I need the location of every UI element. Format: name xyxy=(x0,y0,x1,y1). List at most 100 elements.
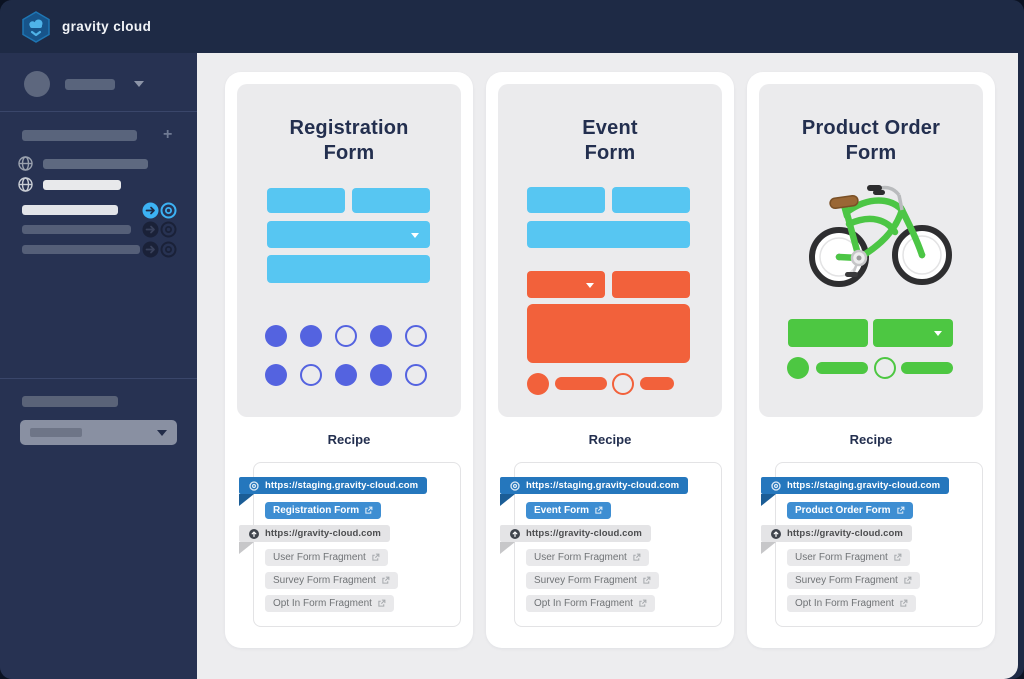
deploy-arrow-icon-dim[interactable] xyxy=(142,221,159,238)
recipe-box: https://staging.gravity-cloud.com Produc… xyxy=(761,462,983,627)
external-link-icon xyxy=(365,506,373,514)
mock-input xyxy=(352,188,430,213)
production-url-ribbon: https://gravity-cloud.com xyxy=(239,525,390,542)
production-url: https://gravity-cloud.com xyxy=(265,528,381,539)
divider xyxy=(0,378,197,379)
staging-url: https://staging.gravity-cloud.com xyxy=(265,480,419,491)
target-icon xyxy=(249,480,259,491)
form-card-registration[interactable]: Registration Form Recipe xyxy=(225,72,473,648)
external-link-icon xyxy=(595,506,603,514)
external-link-icon xyxy=(382,576,390,584)
arrow-up-circle-icon xyxy=(771,528,781,539)
form-link[interactable]: Event Form xyxy=(526,502,612,519)
fragment-link[interactable]: Survey Form Fragment xyxy=(526,572,659,589)
mock-input xyxy=(612,271,690,298)
mock-input xyxy=(267,255,430,283)
external-link-icon xyxy=(639,599,647,607)
site-item-skeleton[interactable] xyxy=(43,159,148,169)
mock-radio-filled xyxy=(370,364,392,386)
select-value-skeleton xyxy=(30,428,82,437)
staging-url: https://staging.gravity-cloud.com xyxy=(526,480,680,491)
mock-label-bar xyxy=(640,377,674,390)
form-card-event[interactable]: Event Form Recipe xyxy=(486,72,734,648)
fragment-link[interactable]: User Form Fragment xyxy=(526,549,649,566)
brand-name: gravity cloud xyxy=(62,19,152,34)
external-link-icon xyxy=(643,576,651,584)
staging-url: https://staging.gravity-cloud.com xyxy=(787,480,941,491)
gravity-cloud-logo-icon xyxy=(22,10,50,43)
select-caret-icon xyxy=(157,429,167,436)
recipe-box: https://staging.gravity-cloud.com Event … xyxy=(500,462,722,627)
mock-radio-empty xyxy=(405,325,427,347)
external-link-icon xyxy=(372,553,380,561)
select-label-skeleton xyxy=(22,396,118,407)
main-content: Registration Form Recipe xyxy=(197,53,1018,679)
env-item-skeleton-active[interactable] xyxy=(22,205,118,215)
fragment-link[interactable]: User Form Fragment xyxy=(265,549,388,566)
form-card-product-order[interactable]: Product Order Form xyxy=(747,72,995,648)
mock-input xyxy=(788,319,868,347)
caret-down-icon xyxy=(411,232,419,238)
mock-label-bar xyxy=(901,362,953,374)
mock-radio-filled xyxy=(370,325,392,347)
mock-radio-filled xyxy=(300,325,322,347)
target-icon-dim[interactable] xyxy=(160,221,177,238)
env-item-skeleton[interactable] xyxy=(22,245,140,254)
fragment-link[interactable]: Survey Form Fragment xyxy=(787,572,920,589)
mock-radio-filled xyxy=(787,357,809,379)
topbar: gravity cloud xyxy=(0,0,1024,53)
mock-label-bar xyxy=(555,377,607,390)
ribbon-fold xyxy=(761,542,776,554)
mock-radio-empty xyxy=(335,325,357,347)
deploy-arrow-icon-dim[interactable] xyxy=(142,241,159,258)
external-link-icon xyxy=(894,553,902,561)
ribbon-fold xyxy=(761,494,776,506)
target-icon-active[interactable] xyxy=(160,202,177,219)
recipe-heading: Recipe xyxy=(849,432,893,447)
user-name-skeleton xyxy=(65,79,115,90)
fragment-link[interactable]: User Form Fragment xyxy=(787,549,910,566)
globe-icon xyxy=(17,155,34,172)
target-icon-dim[interactable] xyxy=(160,241,177,258)
mock-select xyxy=(527,271,605,298)
form-preview-panel: Event Form xyxy=(498,84,722,417)
site-item-skeleton-active[interactable] xyxy=(43,180,121,190)
environment-select[interactable] xyxy=(20,420,177,445)
mock-select xyxy=(267,221,430,248)
form-title: Product Order Form xyxy=(801,117,941,164)
globe-icon xyxy=(17,176,34,193)
form-link[interactable]: Product Order Form xyxy=(787,502,913,519)
form-title: Registration Form xyxy=(289,117,409,164)
user-menu-caret-icon[interactable] xyxy=(134,81,144,87)
divider xyxy=(0,111,197,112)
form-preview-panel: Registration Form xyxy=(237,84,461,417)
external-link-icon xyxy=(378,599,386,607)
fragment-link[interactable]: Opt In Form Fragment xyxy=(787,595,916,612)
external-link-icon xyxy=(904,576,912,584)
ribbon-fold xyxy=(239,542,254,554)
mock-radio-filled xyxy=(335,364,357,386)
mock-radio-empty xyxy=(300,364,322,386)
ribbon-fold xyxy=(239,494,254,506)
form-preview-panel: Product Order Form xyxy=(759,84,983,417)
fragment-link[interactable]: Opt In Form Fragment xyxy=(526,595,655,612)
mock-input xyxy=(527,221,690,248)
mock-radio-filled xyxy=(265,364,287,386)
mock-radio-empty xyxy=(612,373,634,395)
ribbon-fold xyxy=(500,542,515,554)
deploy-arrow-icon[interactable] xyxy=(142,202,159,219)
fragment-link[interactable]: Opt In Form Fragment xyxy=(265,595,394,612)
bicycle-illustration xyxy=(809,185,952,287)
form-link[interactable]: Registration Form xyxy=(265,502,382,519)
mock-label-bar xyxy=(816,362,868,374)
avatar[interactable] xyxy=(24,71,50,97)
production-url-ribbon: https://gravity-cloud.com xyxy=(761,525,912,542)
add-button[interactable]: + xyxy=(163,126,173,143)
fragment-link[interactable]: Survey Form Fragment xyxy=(265,572,398,589)
ribbon-fold xyxy=(500,494,515,506)
env-item-skeleton[interactable] xyxy=(22,225,131,234)
mock-radio-empty xyxy=(405,364,427,386)
recipe-heading: Recipe xyxy=(588,432,632,447)
arrow-up-circle-icon xyxy=(249,528,259,539)
